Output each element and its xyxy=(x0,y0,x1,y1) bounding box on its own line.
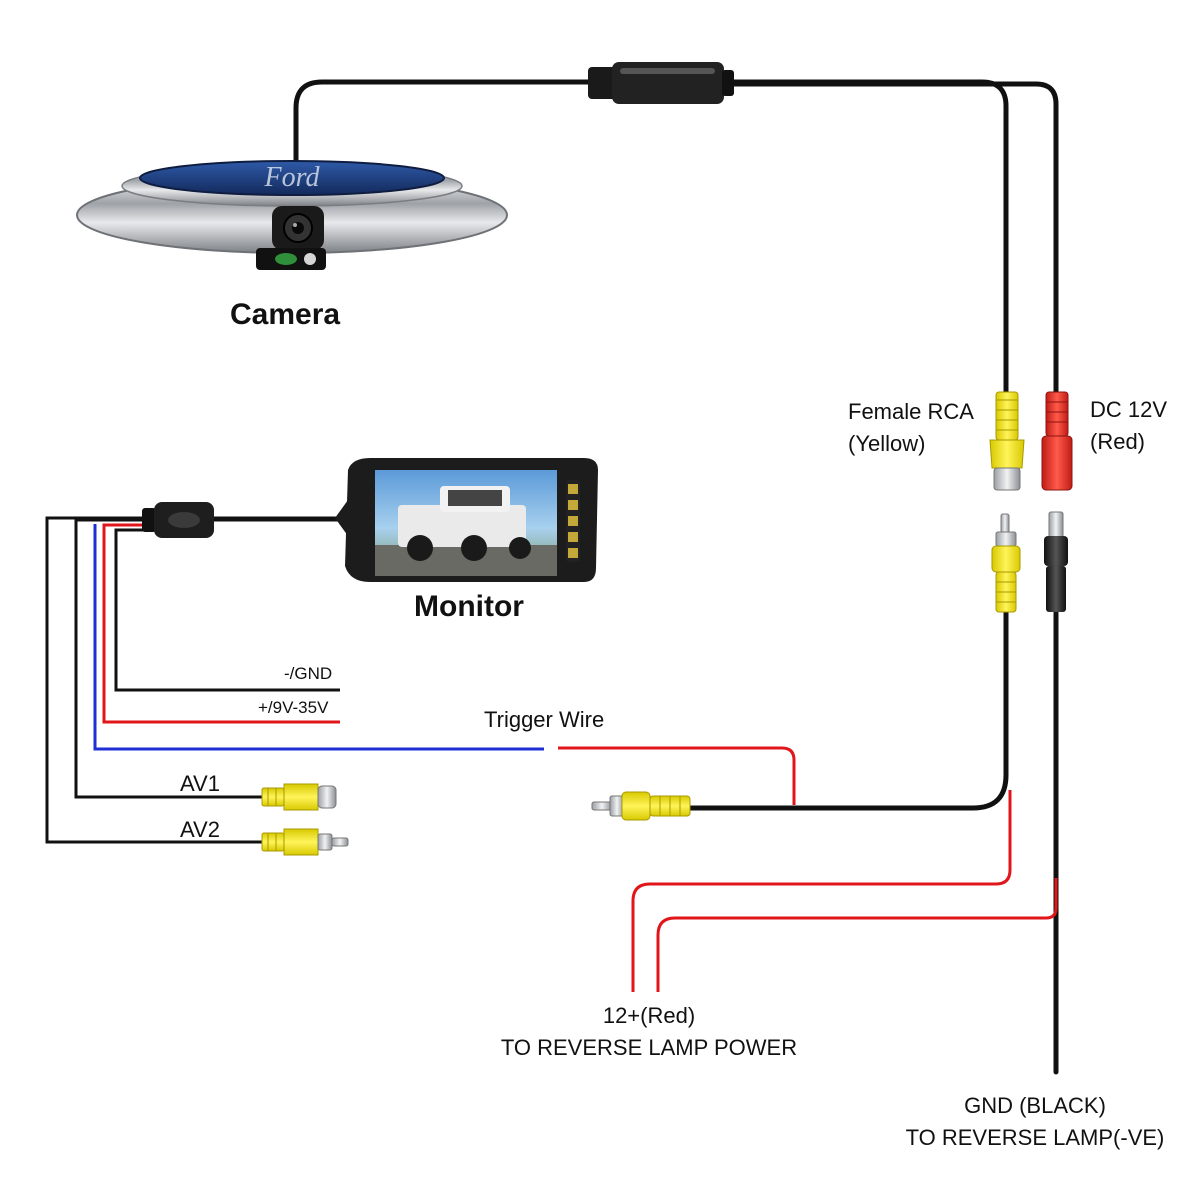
camera-icon: Ford xyxy=(76,160,508,270)
video-rca-plug-icon xyxy=(591,791,691,821)
power-wire-label: +/9V-35V xyxy=(258,698,329,717)
reverse-gnd-label-line1: GND (BLACK) xyxy=(964,1093,1106,1118)
dc12v-label-line1: DC 12V xyxy=(1090,397,1168,422)
reverse-power-wires xyxy=(631,790,1058,992)
monitor-harness xyxy=(45,516,345,844)
monitor-icon xyxy=(335,458,598,582)
dc-plug-icon xyxy=(1044,511,1068,612)
reverse-power-label: 12+(Red) TO REVERSE LAMP POWER xyxy=(484,1000,814,1064)
harness-connector-icon xyxy=(142,502,214,538)
reverse-gnd-label-line2: TO REVERSE LAMP(-VE) xyxy=(905,1125,1165,1150)
gnd-wire-label: -/GND xyxy=(284,664,333,683)
svg-text:Ford: Ford xyxy=(264,162,321,193)
camera-cable xyxy=(293,79,1059,395)
dc-jack-icon xyxy=(1041,391,1073,491)
reverse-gnd-label: GND (BLACK) TO REVERSE LAMP(-VE) xyxy=(880,1090,1190,1154)
camera-label: Camera xyxy=(230,298,341,331)
reverse-power-label-line1: 12+(Red) xyxy=(602,1003,696,1028)
av2-rca-icon xyxy=(261,828,349,856)
av1-label: AV1 xyxy=(180,771,220,796)
trigger-wire xyxy=(93,524,796,805)
connector-icon xyxy=(588,62,734,104)
reverse-power-label-line2: TO REVERSE LAMP POWER xyxy=(500,1035,798,1060)
female-rca-label-line1: Female RCA xyxy=(848,399,974,424)
av2-label: AV2 xyxy=(180,817,220,842)
monitor-label: Monitor xyxy=(414,590,524,623)
rca-plug-icon xyxy=(991,513,1021,613)
female-rca-label-line2: (Yellow) xyxy=(848,431,926,456)
trigger-wire-label: Trigger Wire xyxy=(484,707,605,732)
av1-rca-icon xyxy=(261,783,337,811)
female-rca-label: Female RCA (Yellow) xyxy=(848,396,974,460)
dc12v-label-line2: (Red) xyxy=(1090,429,1146,454)
dc12v-label: DC 12V (Red) xyxy=(1090,394,1167,458)
rca-icon xyxy=(989,391,1025,491)
video-cable-to-monitor xyxy=(685,607,1009,811)
